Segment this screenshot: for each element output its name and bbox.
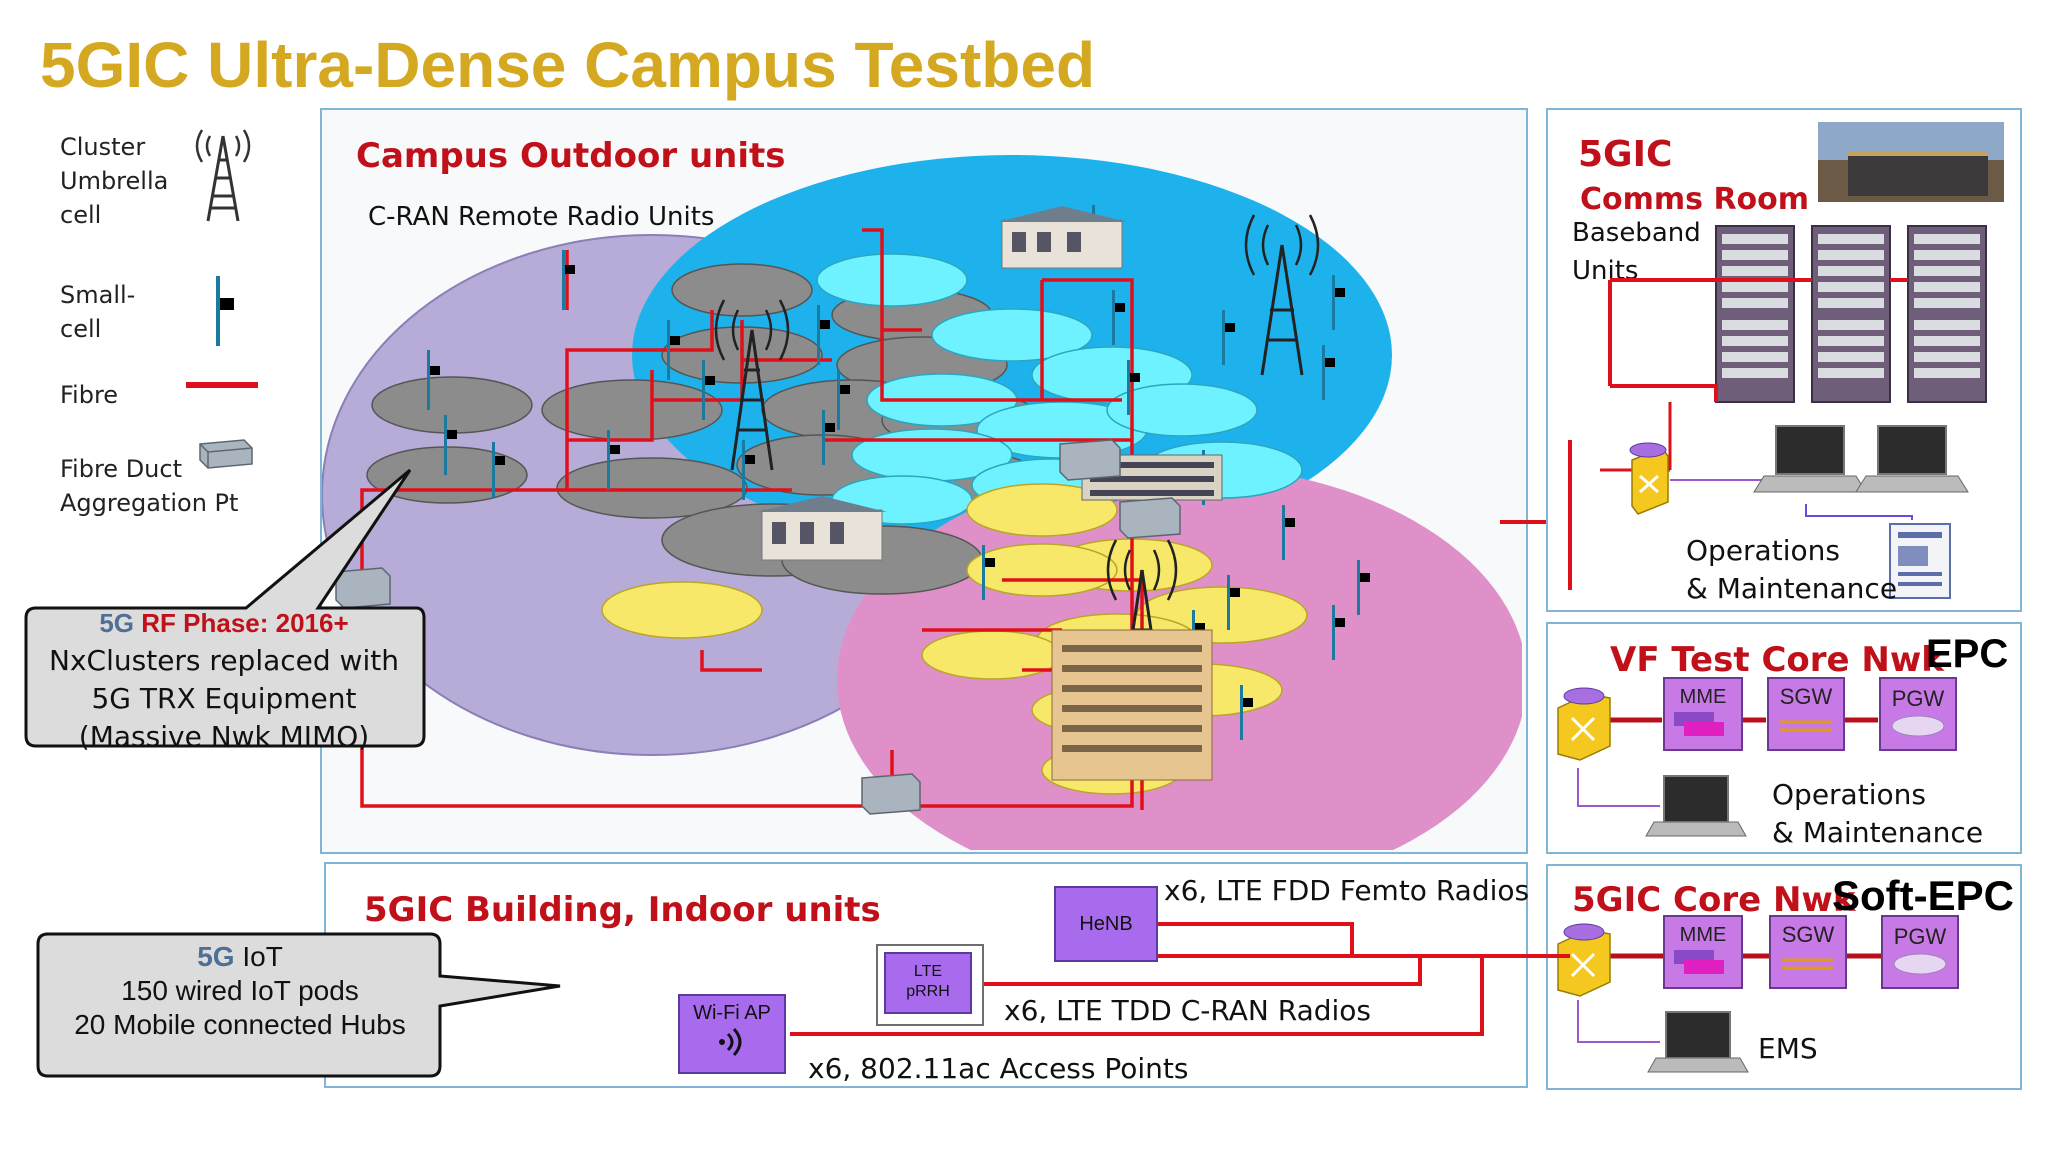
- rf-line-4: (Massive Nwk MIMO): [78, 720, 370, 753]
- core-mme-label[interactable]: MME: [1679, 924, 1727, 946]
- rf-5g-prefix: 5G: [99, 608, 135, 638]
- iot-line-3: 20 Mobile connected Hubs: [74, 1009, 406, 1040]
- legend-fibre-label: Fibre: [60, 381, 119, 409]
- prrh-box[interactable]: LTE pRRH: [884, 952, 972, 1014]
- iot-callout-text: 5G IoT 150 wired IoT pods 20 Mobile conn…: [40, 940, 440, 1042]
- henb-box[interactable]: HeNB: [1054, 886, 1158, 962]
- prrh-label: x6, LTE TDD C-RAN Radios: [1004, 994, 1371, 1027]
- legend-duct-label: Fibre Duct Aggregation Pt: [60, 455, 239, 517]
- core-title: 5GIC Core Nwk: [1572, 880, 1856, 920]
- core-pgw-label[interactable]: PGW: [1893, 924, 1947, 949]
- rf-phase-label: RF Phase: 2016+: [141, 608, 349, 638]
- campus-buildings: [757, 206, 1223, 781]
- rf-line-2: NxClusters replaced with: [49, 644, 399, 677]
- rf-callout-text: 5G RF Phase: 2016+ NxClusters replaced w…: [28, 604, 420, 756]
- comms-room-diagram: [1568, 225, 1987, 599]
- umbrella-tower-icon: [195, 129, 251, 222]
- core-sgw-label[interactable]: SGW: [1781, 922, 1835, 947]
- vf-core-title: VF Test Core Nwk: [1610, 640, 1944, 680]
- core-ems-label: EMS: [1758, 1032, 1818, 1065]
- comms-title-2: Comms Room: [1580, 182, 1810, 217]
- vf-core-diagram: [1557, 677, 1957, 837]
- outdoor-subheading: C-RAN Remote Radio Units: [368, 202, 715, 232]
- vf-pgw-label[interactable]: PGW: [1891, 686, 1945, 711]
- vf-sgw-label[interactable]: SGW: [1779, 684, 1833, 709]
- small-cell-icon: [216, 276, 234, 346]
- comms-title-1: 5GIC: [1578, 134, 1673, 175]
- wifi-label: x6, 802.11ac Access Points: [808, 1052, 1189, 1085]
- wifi-signal-icon: [719, 1027, 742, 1057]
- duct-aggregation-points: [335, 439, 1181, 815]
- prrh-frame: LTE pRRH: [876, 944, 984, 1026]
- vf-om-label: Operations & Maintenance: [1772, 778, 1984, 849]
- rf-callout-bubble: [24, 468, 426, 748]
- core-epc-label: Soft-EPC: [1832, 872, 2014, 919]
- small-cells: [427, 205, 1370, 740]
- legend-umbrella-label: Cluster Umbrella cell: [60, 133, 169, 229]
- baseband-label: Baseband Units: [1572, 218, 1701, 286]
- page-title: 5GIC Ultra-Dense Campus Testbed: [40, 29, 1096, 101]
- iot-5g-prefix: 5G: [197, 941, 235, 972]
- fibre-legend-line: [186, 382, 258, 388]
- wifi-ap-label: Wi-Fi AP: [693, 1002, 771, 1024]
- vf-mme-label[interactable]: MME: [1679, 686, 1727, 708]
- campus-map: [322, 155, 1522, 850]
- indoor-heading: 5GIC Building, Indoor units: [364, 890, 881, 930]
- building-photo: [1818, 122, 2004, 202]
- comms-om-label: Operations & Maintenance: [1686, 534, 1898, 605]
- outdoor-heading: Campus Outdoor units: [356, 136, 786, 176]
- iot-line-2: 150 wired IoT pods: [121, 975, 359, 1006]
- legend-small-label: Small- cell: [60, 281, 136, 343]
- indoor-fibre-lines: [790, 922, 1570, 1036]
- wifi-ap-box[interactable]: Wi-Fi AP: [678, 994, 786, 1074]
- henb-label: x6, LTE FDD Femto Radios: [1164, 874, 1530, 907]
- core-diagram: [1557, 915, 1959, 1073]
- vf-epc-label: EPC: [1926, 632, 2009, 676]
- iot-title: IoT: [234, 941, 283, 972]
- duct-box-icon: [199, 439, 253, 469]
- rf-line-3: 5G TRX Equipment: [91, 682, 357, 715]
- iot-callout-bubble: [36, 932, 561, 1078]
